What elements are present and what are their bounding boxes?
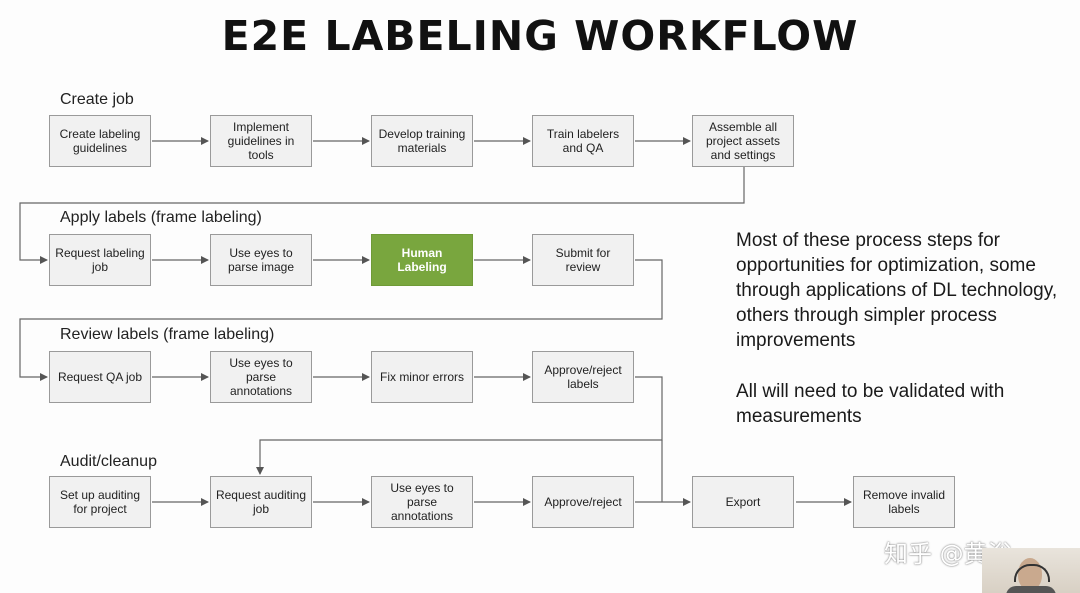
step-setup-auditing: Set up auditing for project <box>49 476 151 528</box>
step-develop-training: Develop training materials <box>371 115 473 167</box>
step-create-guidelines: Create labeling guidelines <box>49 115 151 167</box>
step-request-qa: Request QA job <box>49 351 151 403</box>
section-apply-labels: Apply labels (frame labeling) <box>60 209 262 226</box>
presenter-body <box>1006 586 1056 593</box>
step-submit-review: Submit for review <box>532 234 634 286</box>
section-review-labels: Review labels (frame labeling) <box>60 326 275 343</box>
note-optimization: Most of these process steps for opportun… <box>736 230 1058 351</box>
step-parse-image: Use eyes to parse image <box>210 234 312 286</box>
connector <box>19 259 663 381</box>
step-approve-reject: Approve/reject <box>532 476 634 528</box>
step-request-auditing: Request auditing job <box>210 476 312 528</box>
step-remove-invalid: Remove invalid labels <box>853 476 955 528</box>
step-export: Export <box>692 476 794 528</box>
headphones-icon <box>1014 564 1050 582</box>
step-human-labeling: Human Labeling <box>371 234 473 286</box>
step-request-labeling: Request labeling job <box>49 234 151 286</box>
step-fix-errors: Fix minor errors <box>371 351 473 403</box>
step-parse-annotations-review: Use eyes to parse annotations <box>210 351 312 403</box>
note-validation: All will need to be validated with measu… <box>736 381 1005 427</box>
step-assemble-assets: Assemble all project assets and settings <box>692 115 794 167</box>
section-create-job: Create job <box>60 91 134 108</box>
page-title: E2E LABELING WORKFLOW <box>221 12 859 60</box>
step-approve-reject-labels: Approve/reject labels <box>532 351 634 403</box>
step-parse-annotations-audit: Use eyes to parse annotations <box>371 476 473 528</box>
step-train-labelers: Train labelers and QA <box>532 115 634 167</box>
section-audit-cleanup: Audit/cleanup <box>60 453 157 470</box>
connector <box>19 167 745 264</box>
webcam-thumbnail <box>982 548 1080 593</box>
step-implement-guidelines: Implement guidelines in tools <box>210 115 312 167</box>
